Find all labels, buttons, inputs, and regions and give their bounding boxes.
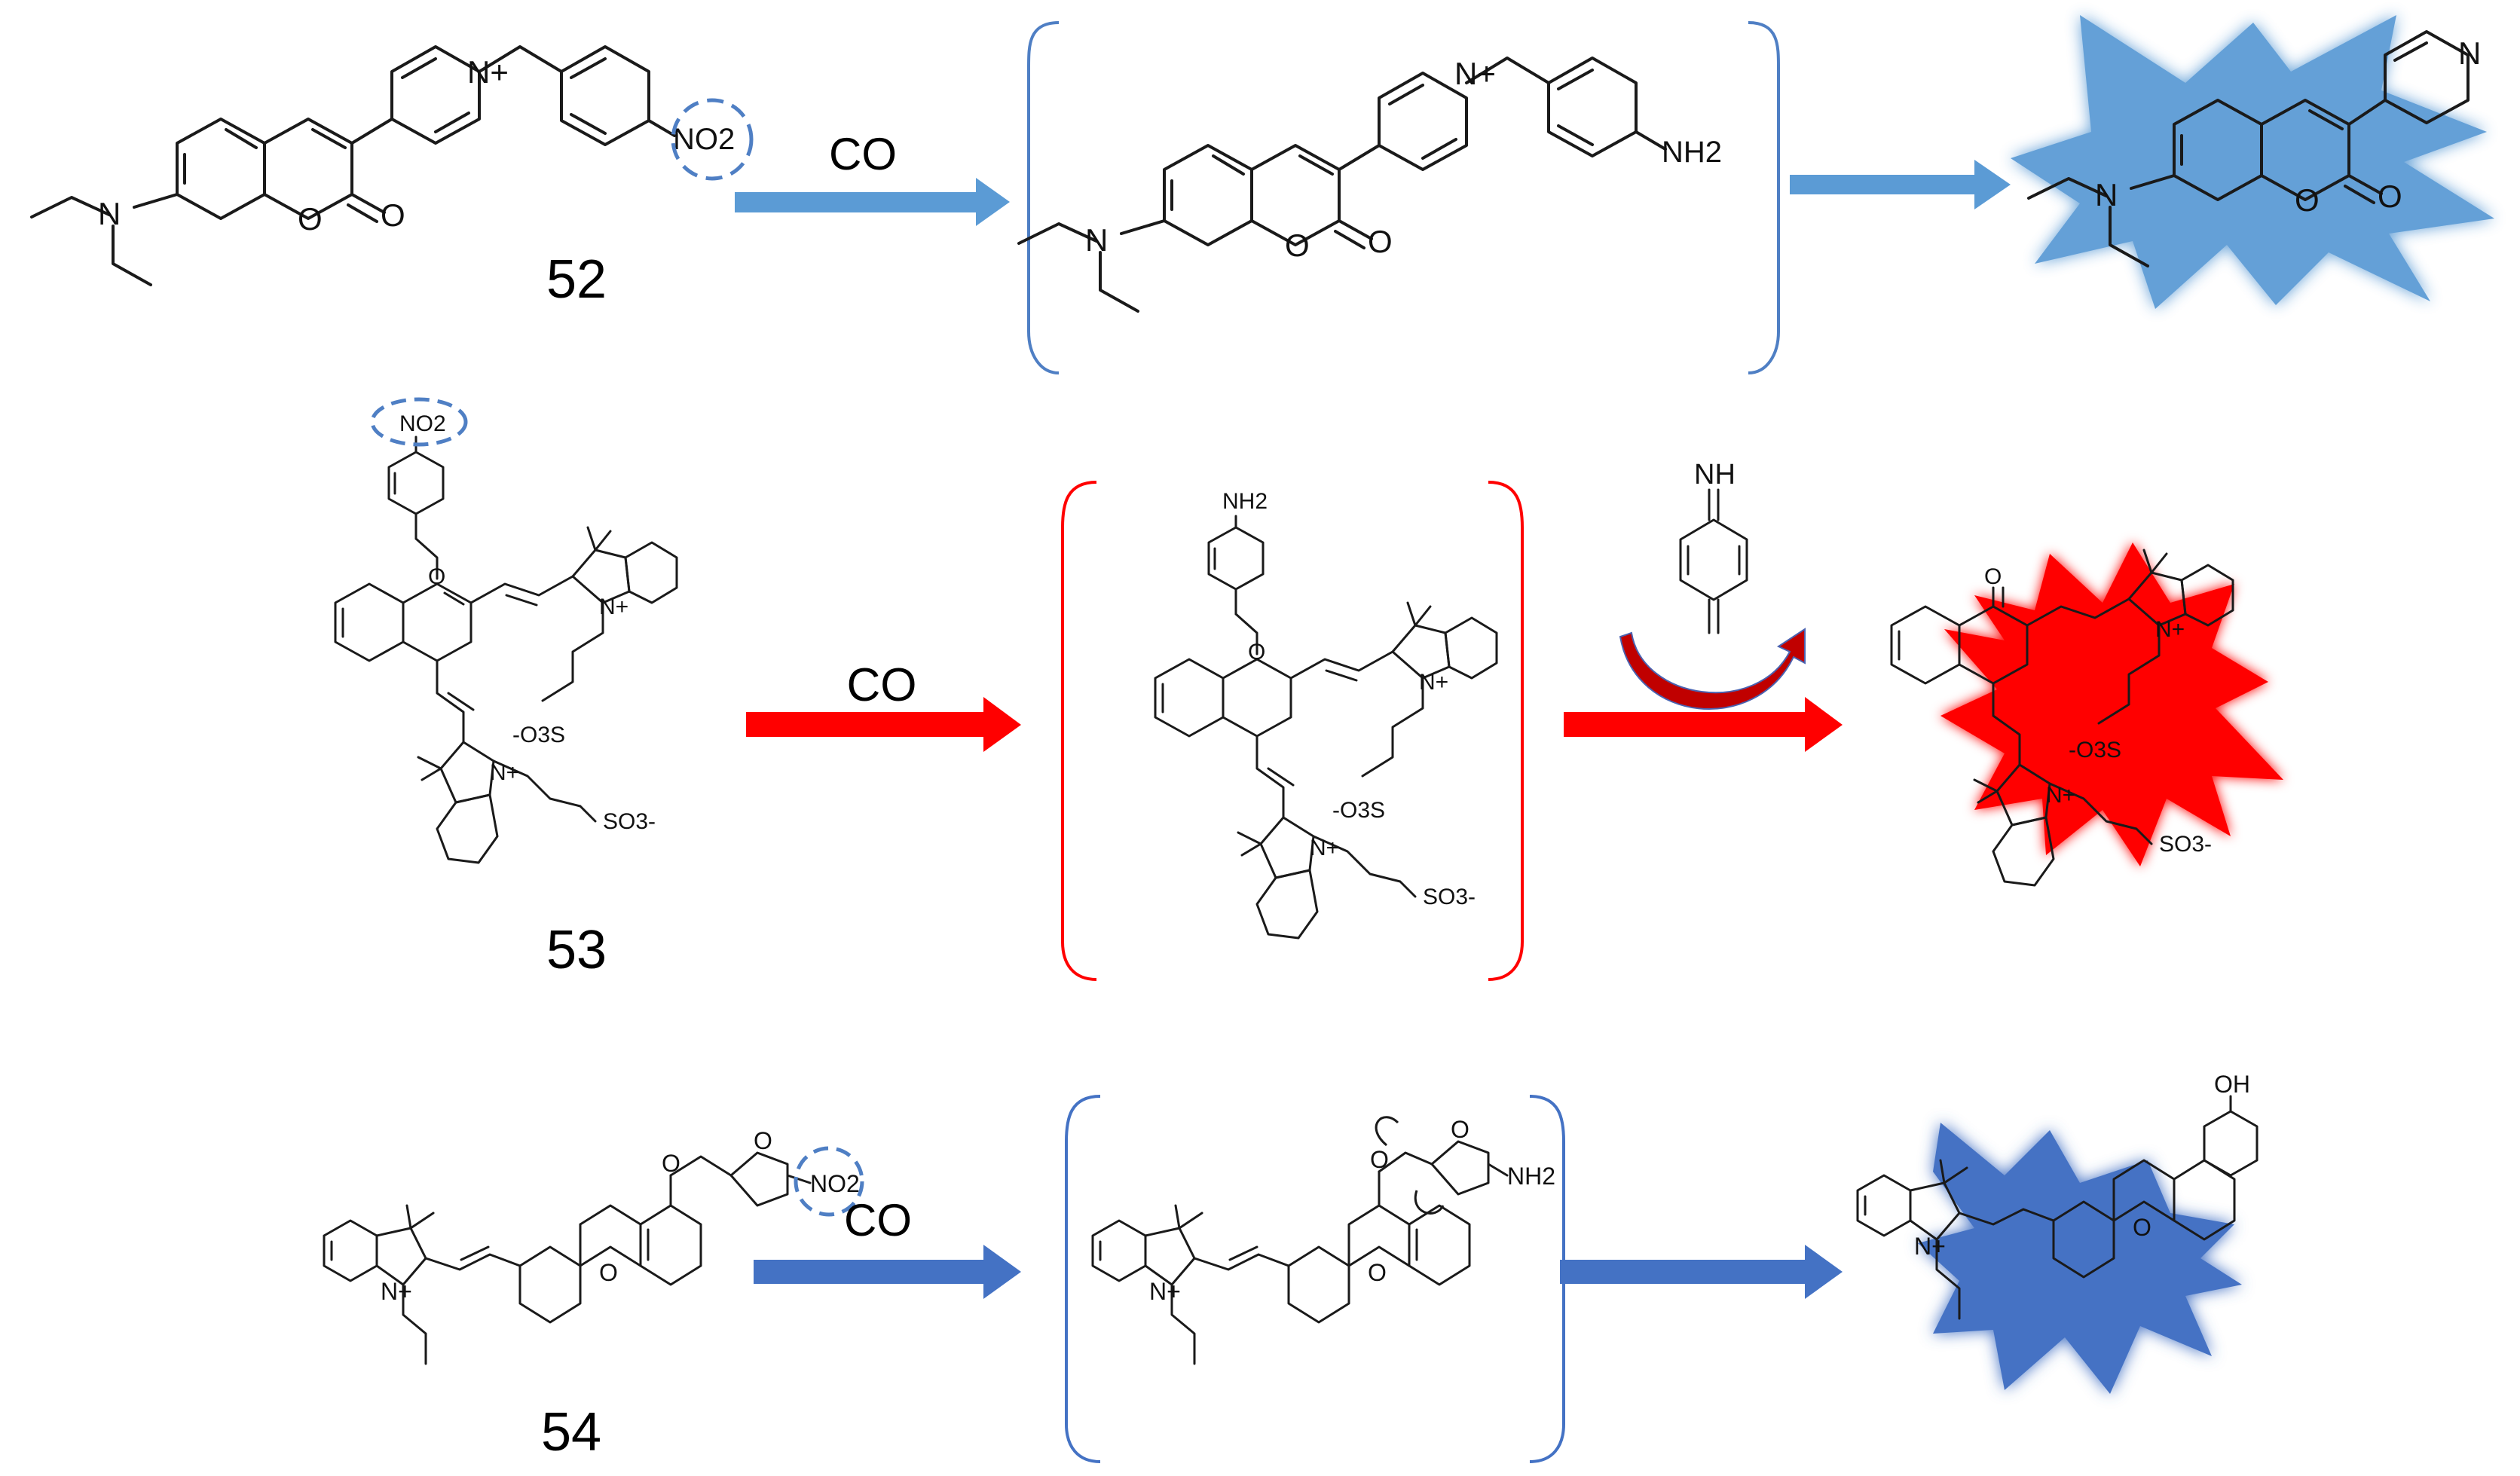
curved-release-arrow (1619, 628, 1806, 710)
atom-label: O (1285, 228, 1310, 263)
reagent-label: CO (829, 129, 897, 179)
atom-label: -O3S (2069, 738, 2121, 762)
atom-label: N+ (1454, 56, 1496, 91)
nitro-group-label: NO2 (399, 411, 446, 436)
intermediate-bracket-left (1061, 481, 1097, 981)
nitro-highlight-circle (671, 98, 754, 181)
atom-label: O (754, 1127, 772, 1154)
atom-label: SO3- (603, 809, 656, 834)
intermediate-bracket-right (1529, 1095, 1565, 1463)
atom-label: SO3- (1423, 885, 1476, 909)
nitro-highlight-circle (370, 397, 468, 447)
atom-label: O (2378, 179, 2402, 214)
atom-label: O (428, 564, 445, 589)
fluorescence-burst (2011, 15, 2494, 309)
atom-label: O (1368, 1259, 1387, 1286)
atom-label: N+ (381, 1278, 412, 1305)
atom-label: O (599, 1259, 618, 1286)
reagent-label: CO (844, 1195, 912, 1245)
atom-label: N+ (2155, 617, 2185, 642)
atom-label: O (2295, 182, 2320, 218)
molecule-53-amine-intermediate: NH2 O N+ N+ -O3S SO3- (1154, 489, 1498, 940)
molecule-53-product-merocyanine: O N+ N+ -O3S SO3- (1890, 549, 2234, 887)
atom-label: N (2095, 177, 2118, 212)
row-53: NO2 O N+ N+ -O3S SO3- 53 CO (334, 397, 2283, 981)
atom-label: O (1451, 1116, 1469, 1143)
molecule-53-probe: NO2 O N+ N+ -O3S SO3- (334, 397, 678, 864)
atom-label: SO3- (2159, 832, 2212, 857)
atom-label: O (298, 201, 323, 237)
compound-number: 53 (546, 920, 607, 980)
atom-label: O (1370, 1146, 1389, 1173)
molecule-54-probe: N+ O O O NO2 (323, 1127, 864, 1365)
atom-label: O (1984, 564, 2002, 589)
atom-label: N+ (1149, 1278, 1181, 1305)
compound-number: 54 (541, 1402, 601, 1462)
row-54: N+ O O O NO2 54 CO (323, 1071, 2259, 1463)
atom-label: N+ (490, 760, 519, 785)
atom-label: O (1248, 640, 1265, 665)
reaction-arrow (746, 697, 1021, 752)
row-52: N N+ O O NO2 52 CO (30, 15, 2494, 374)
molecule-52-probe: N N+ O O NO2 (30, 45, 754, 286)
nitro-group-label: NO2 (810, 1170, 860, 1197)
reaction-arrow (1564, 697, 1843, 752)
molecule-52-product-coumarin: N N O O (2027, 30, 2481, 267)
amine-group-label: NH2 (1222, 489, 1268, 514)
atom-label: N (2458, 35, 2481, 71)
intermediate-bracket-right (1748, 21, 1780, 374)
atom-label: N (98, 196, 121, 231)
reagent-label: CO (847, 659, 917, 711)
reaction-arrow (1560, 1245, 1843, 1299)
atom-label: N+ (1310, 836, 1339, 860)
intermediate-bracket-left (1027, 21, 1060, 374)
molecule-54-amine-intermediate: N+ O O O NH2 (1091, 1116, 1555, 1365)
atom-label: N+ (467, 54, 509, 90)
nitro-group-label: NO2 (673, 123, 735, 156)
atom-label: O (1368, 224, 1393, 259)
intermediate-bracket-right (1488, 481, 1524, 981)
fluorescence-burst (1918, 1123, 2242, 1394)
atom-label: N (1085, 222, 1108, 258)
atom-label: N+ (2046, 783, 2075, 808)
reaction-arrow (1790, 160, 2011, 209)
atom-label: N+ (599, 594, 628, 619)
reaction-arrow (754, 1245, 1021, 1299)
reaction-arrow (735, 178, 1010, 226)
atom-label: -O3S (512, 723, 565, 747)
byproduct-quinone-methide: NH (1679, 459, 1748, 634)
molecule-52-amine-intermediate: N N+ O O NH2 (1017, 56, 1722, 313)
amine-group-label: NH2 (1662, 136, 1722, 169)
compound-number: 52 (546, 249, 607, 310)
amine-group-label: NH2 (1507, 1163, 1555, 1190)
byproduct-label: NH (1694, 459, 1736, 490)
fluorescence-burst (1940, 542, 2283, 866)
atom-label: O (2133, 1214, 2151, 1241)
intermediate-bracket-left (1065, 1095, 1101, 1463)
atom-label: O (662, 1150, 680, 1177)
nitro-highlight-circle (794, 1146, 864, 1217)
atom-label: N+ (1914, 1233, 1946, 1260)
molecule-54-product-hemicyanine: N+ O OH (1856, 1071, 2259, 1320)
atom-label: O (381, 197, 405, 233)
atom-label: OH (2214, 1071, 2250, 1098)
atom-label: N+ (1419, 670, 1448, 695)
atom-label: -O3S (1332, 798, 1385, 823)
